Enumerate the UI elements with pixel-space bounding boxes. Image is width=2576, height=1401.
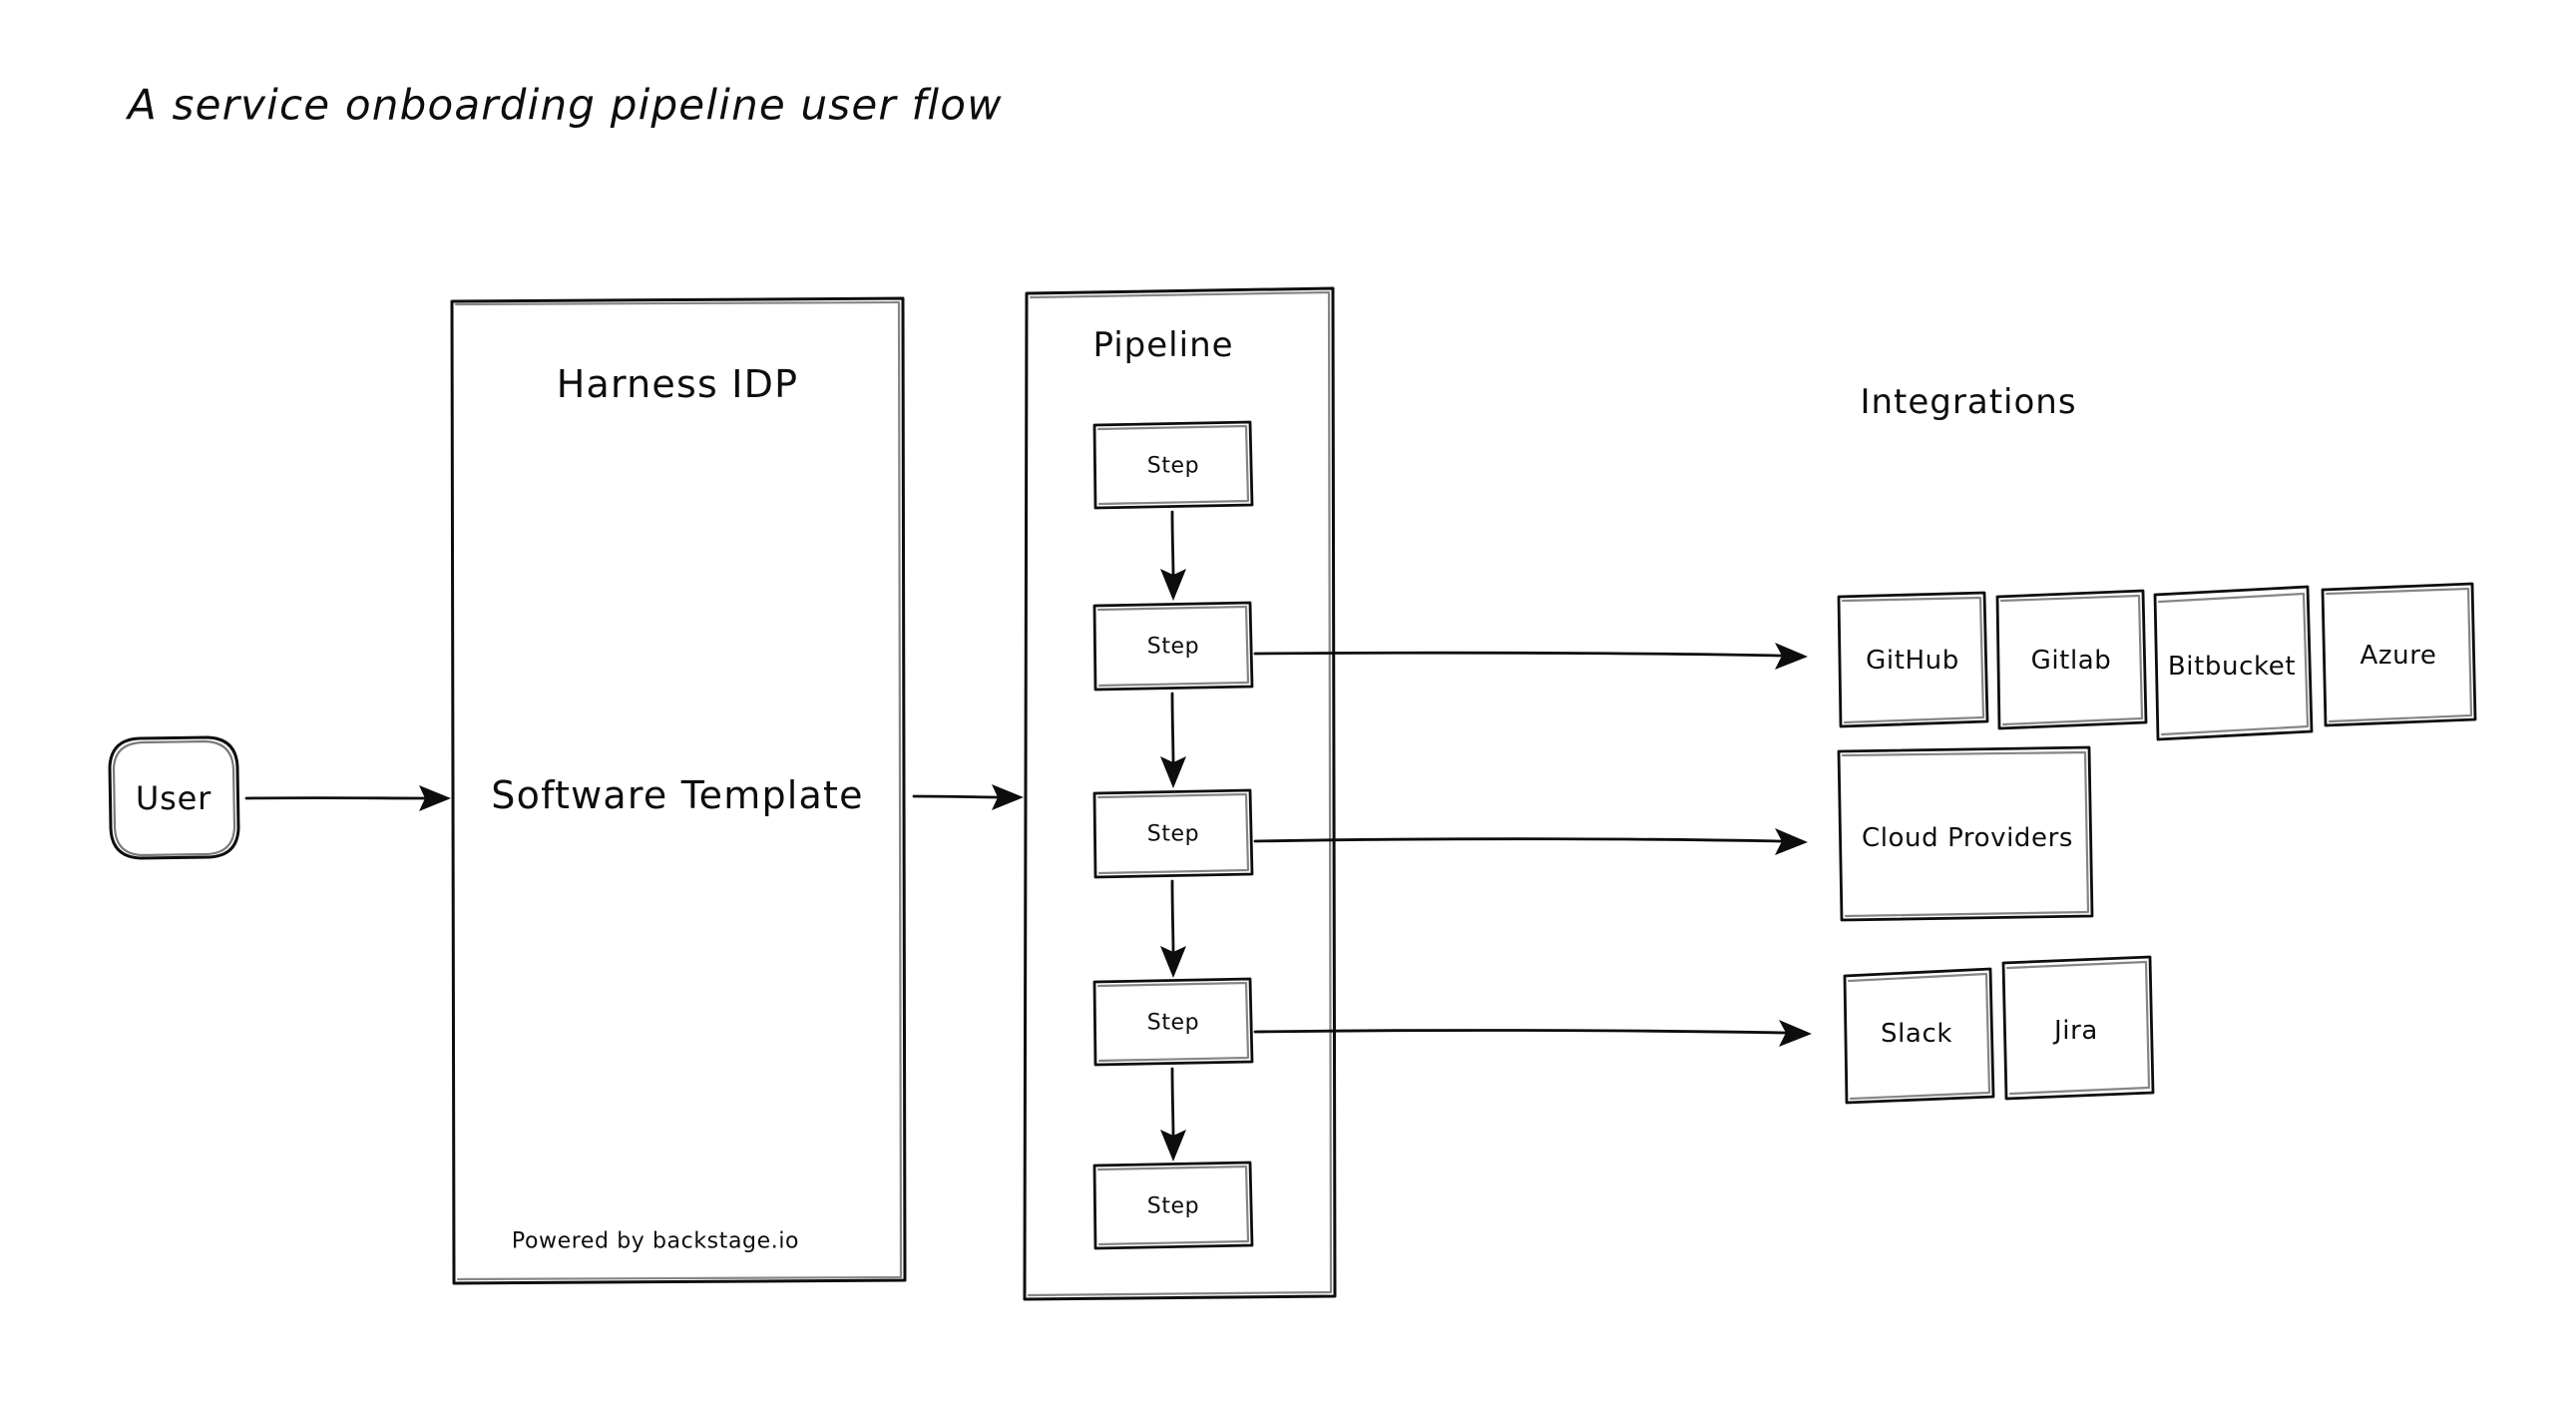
integration-github-shape[interactable]	[1837, 591, 1989, 728]
arrow-step-4-to-5	[1160, 1067, 1186, 1162]
integration-bitbucket-label: Bitbucket	[2167, 652, 2297, 682]
arrow-step-2-to-3	[1160, 692, 1186, 788]
arrow-step-3-to-cloud-providers	[1253, 828, 1808, 855]
integration-gitlab-label: Gitlab	[2030, 646, 2112, 676]
arrow-step-1-to-2	[1160, 510, 1186, 601]
harness-idp-title: Harness IDP	[556, 362, 799, 406]
integration-slack-shape[interactable]	[1843, 967, 1995, 1105]
software-template-label: Software Template	[491, 773, 864, 817]
arrow-step-2-to-github	[1253, 643, 1808, 670]
step-node-1-shape[interactable]	[1092, 420, 1254, 510]
step-node-2-label: Step	[1146, 634, 1200, 660]
integration-azure-label: Azure	[2360, 641, 2437, 671]
integration-cloud-providers-label: Cloud Providers	[1861, 823, 2074, 853]
arrow-step-3-to-4	[1160, 879, 1186, 978]
arrow-idp-to-pipeline	[912, 784, 1024, 810]
arrow-user-to-idp	[244, 785, 451, 811]
integration-azure-shape[interactable]	[2321, 582, 2477, 727]
user-node-label: User	[135, 779, 213, 817]
step-node-5-label: Step	[1146, 1193, 1200, 1219]
integration-gitlab-shape[interactable]	[1995, 589, 2148, 730]
step-node-5-shape[interactable]	[1092, 1161, 1254, 1250]
step-node-1-label: Step	[1146, 453, 1200, 479]
pipeline-title: Pipeline	[1092, 325, 1234, 365]
arrow-step-4-to-slack	[1253, 1020, 1812, 1047]
step-node-4-shape[interactable]	[1092, 977, 1254, 1067]
integrations-title: Integrations	[1860, 382, 2077, 422]
backstage-footer-label: Powered by backstage.io	[511, 1228, 800, 1254]
step-node-2-shape[interactable]	[1092, 601, 1254, 692]
integration-cloud-providers-shape[interactable]	[1837, 745, 2094, 922]
integration-jira-label: Jira	[2054, 1016, 2098, 1046]
pipeline-container-shape[interactable]	[1023, 286, 1337, 1301]
step-node-3-label: Step	[1146, 821, 1200, 847]
page-title: A service onboarding pipeline user flow	[128, 80, 1003, 130]
user-node-shape[interactable]	[108, 735, 240, 860]
integration-jira-shape[interactable]	[2001, 955, 2155, 1101]
step-node-4-label: Step	[1146, 1010, 1200, 1036]
step-node-3-shape[interactable]	[1092, 788, 1254, 879]
integration-github-label: GitHub	[1866, 646, 1959, 676]
integration-slack-label: Slack	[1880, 1019, 1953, 1049]
harness-idp-container-shape[interactable]	[450, 296, 907, 1285]
integration-bitbucket-shape[interactable]	[2153, 585, 2314, 741]
